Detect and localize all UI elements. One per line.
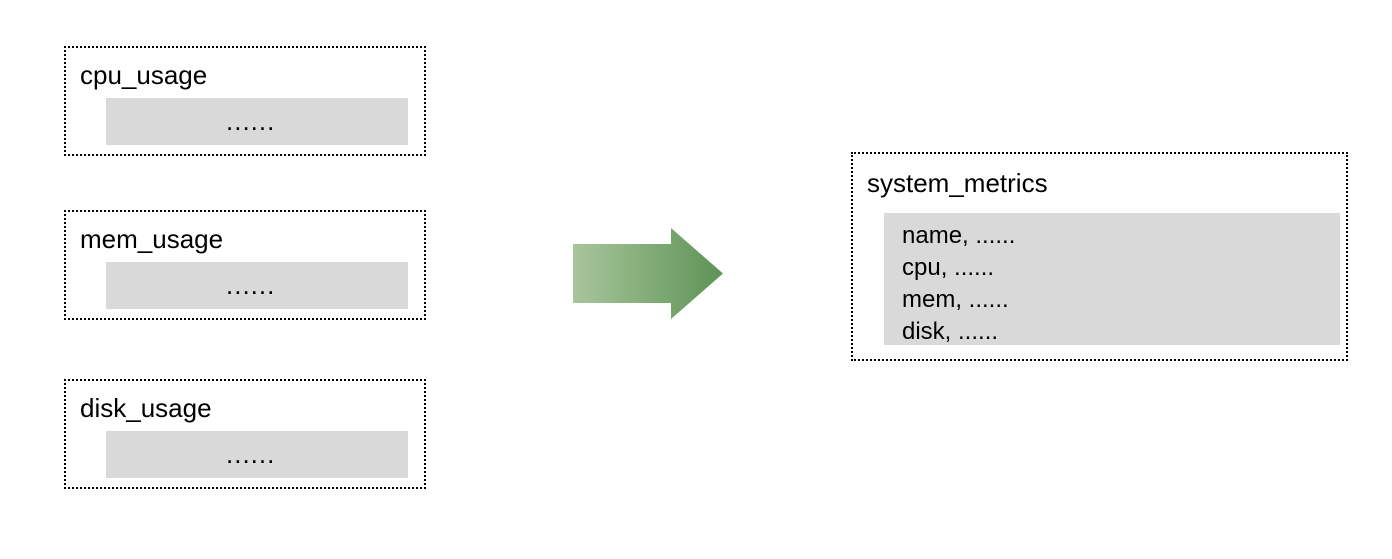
- source-node-body-panel: ......: [106, 98, 408, 145]
- target-field-row: cpu, ......: [902, 254, 995, 281]
- source-node-ellipsis: ......: [226, 106, 276, 136]
- source-node-disk-usage[interactable]: disk_usage ......: [64, 379, 426, 489]
- target-field-list: name, ...... cpu, ...... mem, ...... dis…: [902, 224, 1015, 352]
- target-field-row: mem, ......: [902, 286, 1009, 313]
- target-field-row: disk, ......: [902, 318, 999, 345]
- target-node-body-panel: name, ...... cpu, ...... mem, ...... dis…: [884, 213, 1340, 345]
- flow-arrow-shape: [573, 228, 723, 319]
- source-node-cpu-usage[interactable]: cpu_usage ......: [64, 46, 426, 156]
- source-node-body-panel: ......: [106, 431, 408, 478]
- target-node-title: system_metrics: [867, 168, 1048, 198]
- source-node-title: mem_usage: [80, 224, 224, 254]
- source-node-mem-usage[interactable]: mem_usage ......: [64, 210, 426, 320]
- source-node-body-panel: ......: [106, 262, 408, 309]
- flow-arrow-icon: [573, 228, 723, 319]
- source-node-ellipsis: ......: [226, 439, 276, 469]
- target-field-row: name, ......: [902, 222, 1016, 249]
- source-node-title: cpu_usage: [80, 60, 208, 90]
- source-node-ellipsis: ......: [226, 270, 276, 300]
- source-node-title: disk_usage: [80, 393, 212, 423]
- target-node-system-metrics[interactable]: system_metrics name, ...... cpu, ...... …: [851, 152, 1348, 361]
